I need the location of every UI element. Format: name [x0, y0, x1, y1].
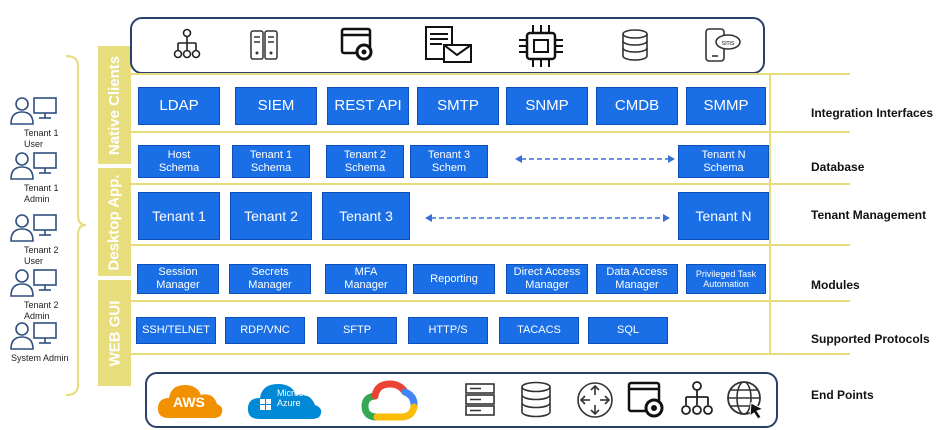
- protocol-box: SSH/TELNET: [136, 317, 216, 344]
- module-box: Session Manager: [137, 264, 219, 294]
- google-cloud-icon: [361, 380, 418, 421]
- user-computer-icon: [10, 97, 57, 125]
- integration-box: SMTP: [417, 87, 499, 125]
- azure-label-line2: Azure: [277, 397, 301, 408]
- label-modules: Modules: [811, 278, 860, 292]
- protocol-box: RDP/VNC: [225, 317, 305, 344]
- module-box: Reporting: [413, 264, 495, 294]
- azure-cloud-icon: [247, 384, 322, 419]
- module-box: MFA Manager: [325, 264, 407, 294]
- hierarchy-icon: [173, 28, 201, 59]
- router-icon: [577, 382, 613, 418]
- tenant-box: Tenant 1: [138, 192, 220, 240]
- user-entry: Tenant 1 Admin: [0, 150, 70, 205]
- protocol-box: TACACS: [499, 317, 579, 344]
- tab-desktop-app: Desktop App.: [98, 168, 131, 276]
- user-computer-icon: [10, 214, 57, 242]
- user-label: Tenant 1 Admin: [24, 183, 59, 205]
- integration-box: SMMP: [686, 87, 766, 125]
- protocol-box: HTTP/S: [408, 317, 488, 344]
- divider-database: [130, 183, 850, 185]
- module-box: Secrets Manager: [229, 264, 311, 294]
- tab-native-label: Native Clients: [106, 55, 124, 155]
- database-icon: [622, 29, 648, 61]
- database-ellipsis-arrow: [515, 155, 675, 163]
- divider-integration: [130, 131, 850, 133]
- chip-icon: [519, 25, 563, 67]
- divider-protocols: [130, 353, 850, 355]
- users-bracket: [65, 55, 87, 396]
- divider-modules: [130, 300, 850, 302]
- integration-box: REST API: [327, 87, 409, 125]
- user-computer-icon: [10, 152, 57, 180]
- tenant-box: Tenant 2: [230, 192, 312, 240]
- label-database: Database: [811, 160, 865, 174]
- tab-native-clients: Native Clients: [98, 46, 131, 164]
- protocol-box: SFTP: [317, 317, 397, 344]
- aws-cloud-icon: [157, 385, 223, 418]
- tab-web-gui: WEB GUI: [98, 280, 131, 386]
- tab-desktop-label: Desktop App.: [106, 173, 123, 271]
- label-tenant: Tenant Management: [811, 208, 927, 222]
- tenant-ellipsis-arrow: [425, 214, 670, 222]
- server-rack-icon: [465, 383, 495, 416]
- user-label: Tenant 2 User: [24, 245, 59, 267]
- settings-window-icon: [340, 27, 373, 61]
- user-computer-icon: [10, 322, 57, 350]
- top-icon-bar: sms: [130, 17, 765, 74]
- database-box: Tenant 1 Schema: [232, 145, 310, 178]
- database-icon: [521, 381, 551, 418]
- user-entry: Tenant 2 Admin: [0, 267, 70, 322]
- user-entry: System Admin: [0, 320, 70, 375]
- tab-web-label: WEB GUI: [106, 300, 123, 366]
- database-box: Tenant 2 Schema: [326, 145, 404, 178]
- module-box: Direct Access Manager: [506, 264, 588, 294]
- label-protocols: Supported Protocols: [811, 332, 930, 346]
- protocol-box: SQL: [588, 317, 668, 344]
- user-label: Tenant 2 Admin: [24, 300, 59, 322]
- user-computer-icon: [10, 269, 57, 297]
- database-box: Tenant 3 Schem: [410, 145, 488, 178]
- user-entry: Tenant 1 User: [0, 95, 70, 150]
- divider-top: [130, 73, 850, 75]
- integration-box: LDAP: [138, 87, 220, 125]
- user-label: Tenant 1 User: [24, 128, 59, 150]
- module-box: Data Access Manager: [596, 264, 678, 294]
- aws-label: AWS: [173, 394, 205, 410]
- endpoints-bar: AWS Microsoft Azure: [145, 372, 778, 428]
- azure-label: Microsoft Azure: [277, 388, 314, 409]
- database-box-last: Tenant N Schema: [678, 145, 769, 178]
- tenant-box: Tenant 3: [322, 192, 410, 240]
- hierarchy-icon: [681, 381, 713, 415]
- globe-cursor-icon: [727, 381, 765, 420]
- server-rack-icon: [250, 30, 278, 60]
- user-entry: Tenant 2 User: [0, 212, 70, 267]
- integration-box: SNMP: [506, 87, 588, 125]
- divider-tenant: [130, 244, 850, 246]
- right-frame-line: [769, 73, 771, 355]
- label-endpoints: End Points: [811, 388, 874, 402]
- email-document-icon: [425, 26, 472, 63]
- azure-label-line1: Microsoft: [277, 388, 314, 398]
- svg-text:sms: sms: [722, 40, 735, 47]
- sms-phone-icon: sms: [705, 28, 741, 62]
- database-box: Host Schema: [138, 145, 220, 178]
- integration-box: CMDB: [596, 87, 678, 125]
- user-label: System Admin: [11, 353, 69, 363]
- tenant-box-last: Tenant N: [678, 192, 769, 240]
- module-box: Privileged Task Automation: [686, 264, 766, 294]
- label-integration: Integration Interfaces: [811, 106, 934, 120]
- integration-box: SIEM: [235, 87, 317, 125]
- settings-window-icon: [627, 381, 664, 418]
